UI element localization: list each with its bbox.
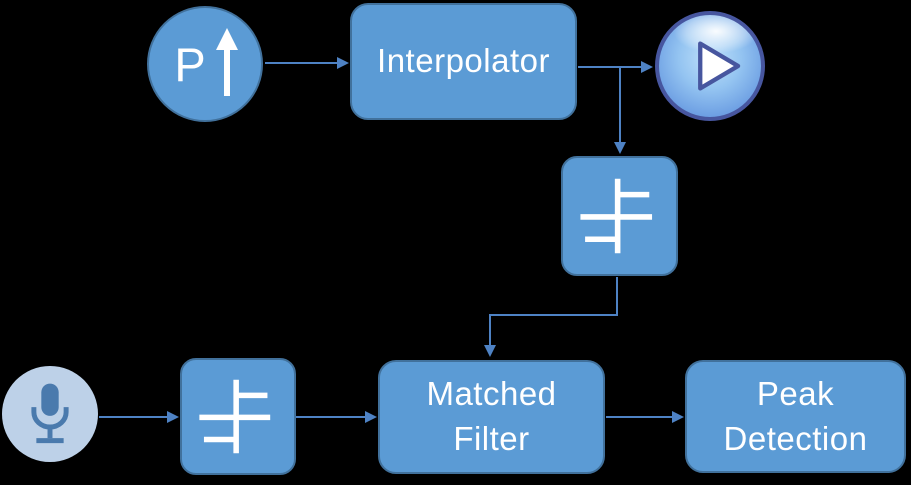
quantizer-icon <box>199 379 271 454</box>
play-triangle-icon <box>698 41 741 91</box>
connector-quantizer-to-matched-filter <box>489 277 618 346</box>
matched-filter-label: Matched Filter <box>426 372 556 461</box>
node-matched-filter: Matched Filter <box>378 360 605 474</box>
arrowhead <box>641 61 653 73</box>
quantizer-icon <box>580 178 653 254</box>
node-quantizer-bottom <box>180 358 296 475</box>
pulse-source-label: P <box>174 37 206 91</box>
node-pulse-source: P <box>147 6 263 122</box>
up-arrow-icon <box>215 28 238 96</box>
node-peak-detection: Peak Detection <box>685 360 906 473</box>
play-icon[interactable] <box>655 11 765 121</box>
arrowhead <box>337 57 349 69</box>
microphone-glyph-icon <box>31 383 69 444</box>
peak-detection-line2: Detection <box>723 419 868 457</box>
arrowhead <box>167 411 179 423</box>
peak-detection-label: Peak Detection <box>724 372 868 461</box>
microphone-icon <box>2 366 98 462</box>
matched-filter-line1: Matched <box>426 375 557 413</box>
node-quantizer-top <box>561 156 678 276</box>
arrowhead <box>672 411 684 423</box>
peak-detection-line1: Peak <box>756 374 835 412</box>
node-interpolator: Interpolator <box>350 3 577 120</box>
matched-filter-line2: Filter <box>453 420 530 457</box>
interpolator-label: Interpolator <box>377 42 550 80</box>
arrowhead <box>484 345 496 357</box>
arrowhead <box>614 142 626 154</box>
arrowhead <box>365 411 377 423</box>
